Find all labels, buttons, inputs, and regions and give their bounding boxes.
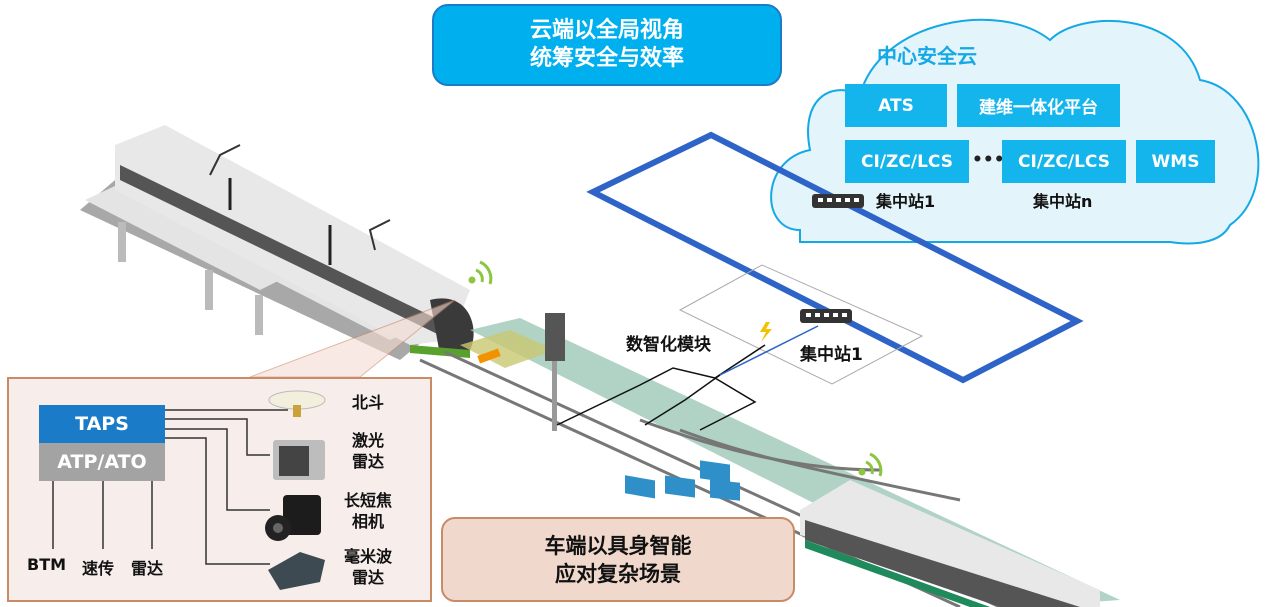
cloud-slogan-banner: 云端以全局视角 统筹安全与效率 bbox=[432, 4, 782, 86]
sensor-label-mmwave: 毫米波 雷达 bbox=[343, 547, 392, 587]
switch-icon-cloud bbox=[812, 194, 864, 208]
trackside-station-label: 集中站1 bbox=[800, 345, 863, 365]
vehicle-slogan-line2: 应对复杂场景 bbox=[555, 561, 681, 586]
lightning-icon bbox=[760, 322, 772, 342]
sensor-label-lidar: 激光 雷达 bbox=[351, 431, 384, 471]
vehicle-slogan-line1: 车端以具身智能 bbox=[544, 533, 692, 558]
module-uplink bbox=[719, 325, 819, 376]
digital-module-label: 数智化模块 bbox=[626, 335, 711, 355]
cloud-slogan-line2: 统筹安全与效率 bbox=[529, 46, 684, 71]
onboard-item-speed: 速传 bbox=[82, 559, 115, 578]
cloud-station1-label: 集中站1 bbox=[876, 192, 936, 211]
cloud-title: 中心安全云 bbox=[877, 44, 977, 68]
sensor-label-beidou: 北斗 bbox=[351, 393, 384, 412]
train-station bbox=[115, 125, 474, 358]
digital-modules bbox=[625, 460, 740, 501]
cloud-slogan-line1: 云端以全局视角 bbox=[529, 18, 684, 43]
signal-post bbox=[545, 313, 565, 431]
cloud-box-ci-stationn: CI/ZC/LCS bbox=[1002, 140, 1126, 183]
module-network bbox=[556, 344, 766, 431]
atp-ato-box: ATP/ATO bbox=[39, 443, 165, 481]
onboard-item-btm: BTM bbox=[27, 555, 67, 574]
cloud-ellipsis: ••• bbox=[972, 150, 1005, 170]
cloud-shape bbox=[770, 18, 1260, 245]
sensor-label-camera: 长短焦 相机 bbox=[343, 491, 392, 531]
cloud-box-ats: ATS bbox=[845, 84, 947, 127]
wifi-icon-train2 bbox=[858, 452, 883, 477]
taps-box: TAPS bbox=[39, 405, 165, 443]
switch-icon-trackside bbox=[800, 309, 852, 323]
train-lower bbox=[800, 480, 1100, 607]
onboard-item-radar: 雷达 bbox=[131, 559, 164, 578]
vehicle-slogan-banner: 车端以具身智能 应对复杂场景 bbox=[441, 517, 795, 602]
station-plane bbox=[678, 264, 924, 385]
wifi-icon-train1 bbox=[468, 260, 493, 285]
cloud-stationn-label: 集中站n bbox=[1033, 192, 1093, 211]
cloud-box-platform: 建维一体化平台 bbox=[957, 84, 1120, 127]
cloud-box-ci-station1: CI/ZC/LCS bbox=[845, 140, 969, 183]
cloud-box-wms: WMS bbox=[1136, 140, 1215, 183]
